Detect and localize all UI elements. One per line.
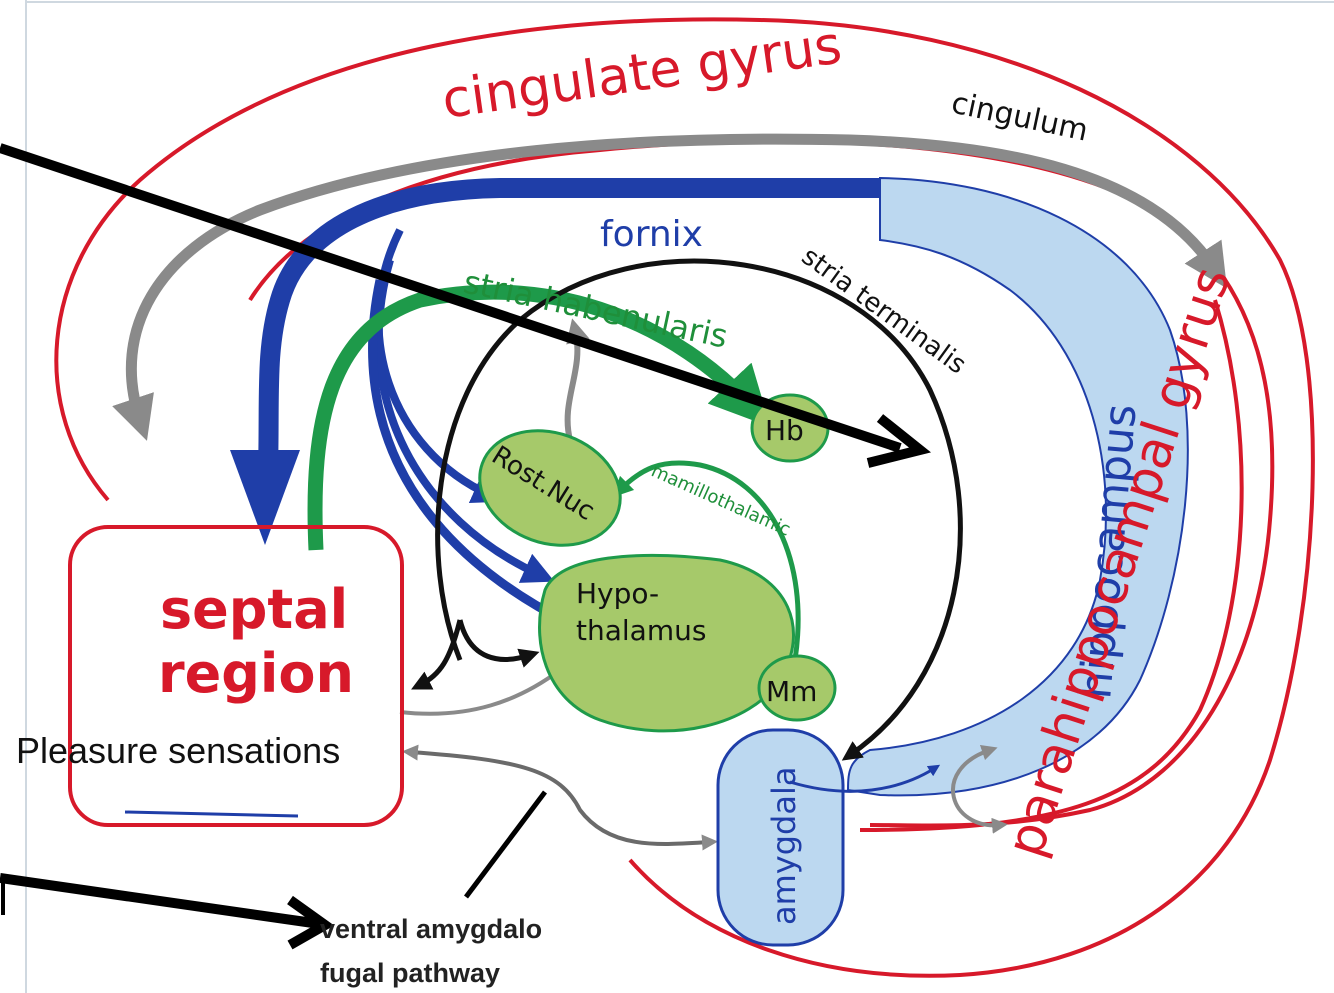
- stria-terminalis-fork-right: [460, 620, 530, 659]
- hypothalamus-label-line1: Hypo-: [576, 577, 659, 610]
- ventral-pathway-gray-arrow: [410, 752, 710, 844]
- cingulum-label: cingulum: [948, 86, 1091, 149]
- ventral-pathway-label-line1: ventral amygdalo: [320, 914, 542, 944]
- septal-to-hypothalamus-gray-arrow: [400, 670, 560, 714]
- rostnuc-up-gray-arrow: [568, 330, 578, 440]
- fornix-label: fornix: [600, 214, 703, 255]
- hypothalamus-label-line2: thalamus: [576, 614, 706, 647]
- stria-terminalis-fork-left: [420, 620, 460, 685]
- amygdala-label: amygdala: [765, 767, 803, 925]
- stria-terminalis-label: stria terminalis: [796, 241, 972, 380]
- mm-label: Mm: [766, 675, 817, 708]
- septal-blue-stub: [125, 812, 298, 816]
- ventral-pathway-label-line2: fugal pathway: [320, 958, 500, 988]
- septal-label-line2: region: [158, 642, 354, 705]
- septal-label-line1: septal: [160, 578, 348, 641]
- hb-label: Hb: [765, 414, 804, 447]
- annotation-arrow-lower: [0, 878, 320, 924]
- fornix-arrowhead: [230, 450, 300, 545]
- ventral-pathway-pointer: [466, 792, 545, 897]
- pleasure-sensations-label: Pleasure sensations: [16, 730, 340, 771]
